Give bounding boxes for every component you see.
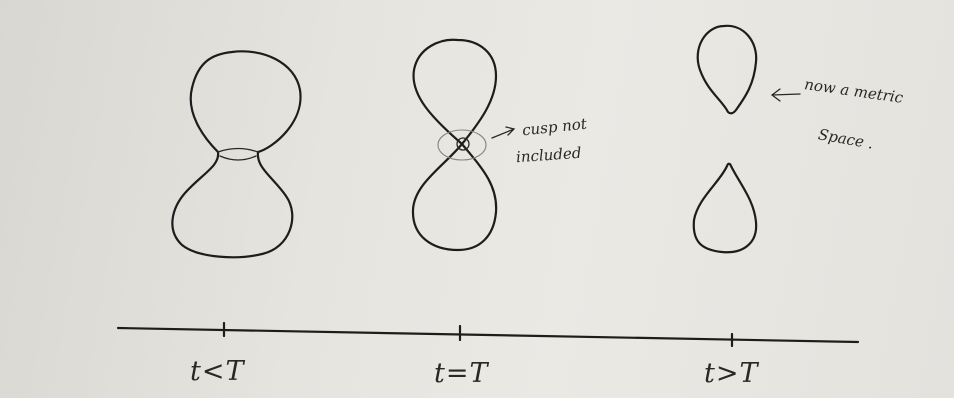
cusp-marker-circle (456, 137, 470, 151)
surface-before-pinch (171, 50, 302, 259)
label-before: t<T (190, 356, 245, 387)
time-axis (116, 321, 860, 348)
label-after: t>T (704, 358, 759, 389)
time-axis-line (116, 326, 860, 344)
neck-circle (217, 147, 259, 161)
upper-component-outline (696, 24, 758, 115)
dumbbell-surface-outline (171, 50, 302, 259)
cusp-neighborhood (437, 129, 487, 161)
surface-evolution-diagram (116, 24, 860, 348)
pinched-surface-outline (411, 38, 498, 252)
metric-note-arrow (770, 88, 801, 102)
surface-after-pinch (692, 24, 758, 254)
label-at: t=T (434, 358, 489, 389)
cusp-arrow (491, 126, 516, 139)
surface-at-pinch (411, 38, 498, 252)
paper-sheet: cusp not included now a metric Space . t… (0, 0, 954, 398)
lower-component-outline (692, 162, 758, 254)
